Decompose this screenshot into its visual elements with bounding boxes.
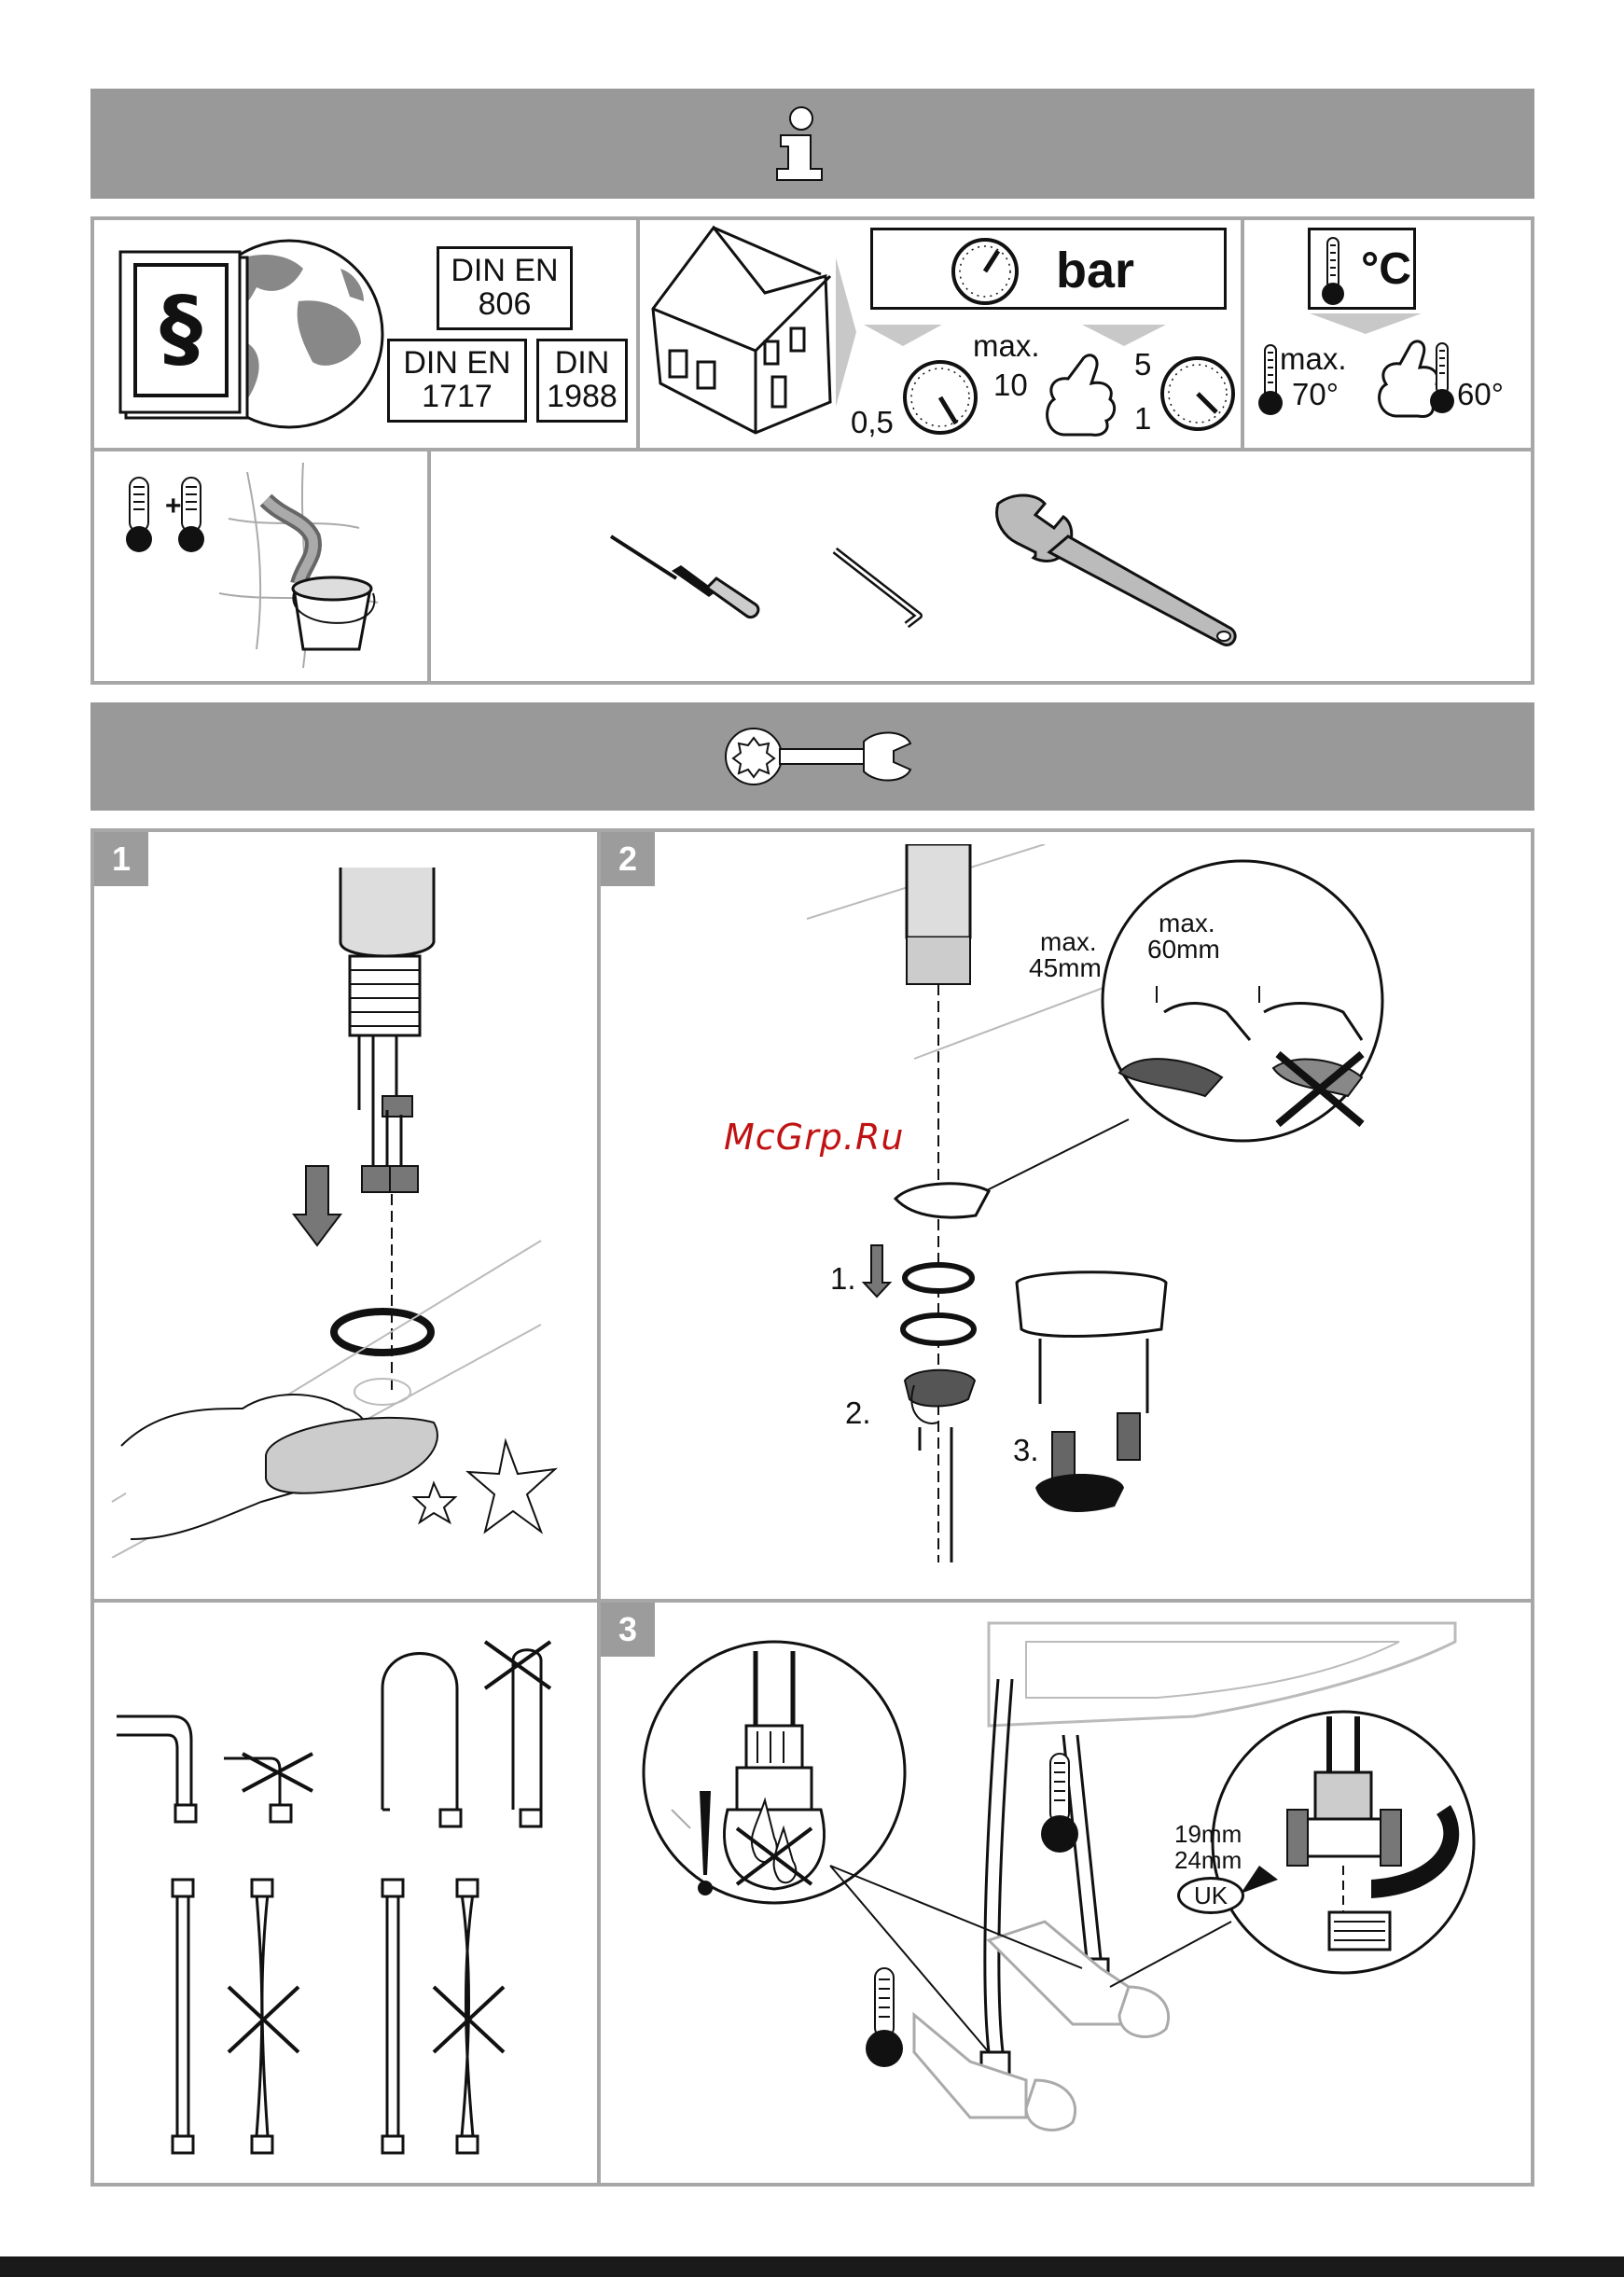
temperature-recommended-value: 60°	[1457, 377, 1504, 412]
wrench-icon	[718, 725, 914, 788]
step-3-region-badge: UK	[1177, 1877, 1244, 1914]
flush-pipes-illustration: +	[117, 463, 415, 677]
pressure-unit-label: bar	[1056, 242, 1134, 299]
thermometer-cold-icon	[126, 478, 152, 552]
step-2-max45-value: 45mm	[1029, 953, 1102, 983]
pressure-recommended-high: 5	[1134, 347, 1151, 382]
pressure-max-label: max.	[973, 328, 1040, 364]
step-2-substep-2: 2.	[845, 1395, 871, 1431]
info-divider-2	[1241, 216, 1244, 450]
hose-twisted-incorrect-1	[229, 1880, 298, 2153]
pressure-min-value: 0,5	[851, 405, 894, 440]
step-3-wrench-size-1: 19mm	[1174, 1820, 1242, 1849]
step-2-substep-3: 3.	[1013, 1433, 1039, 1468]
temperature-unit-label: °C	[1361, 243, 1411, 295]
standard-din-en-806-line1: DIN EN	[451, 255, 558, 288]
thumbs-up-thermometer-icon	[1367, 338, 1457, 420]
hose-bend-incorrect	[224, 1754, 312, 1822]
hose-straight-correct-1	[173, 1880, 193, 2153]
adjustable-wrench-icon	[997, 495, 1236, 645]
page-footer-bar	[0, 2256, 1624, 2277]
thermometer-icon	[1320, 236, 1346, 307]
hose-loop-incorrect	[485, 1642, 550, 1826]
standard-din-en-1717-line1: DIN EN	[403, 347, 510, 381]
standard-din-1988-line1: DIN	[555, 347, 610, 381]
hose-compressed-incorrect-2	[434, 1880, 504, 2153]
step-2-substep-1: 1.	[830, 1261, 856, 1297]
temperature-unit-box: °C	[1308, 228, 1416, 310]
hose-bend-correct	[117, 1716, 196, 1822]
steps-divider-vertical	[597, 828, 601, 2187]
pressure-recommended-low: 1	[1134, 401, 1151, 437]
screwdriver-icon	[611, 536, 758, 618]
installation-header-band	[90, 702, 1534, 811]
info-divider-1	[636, 216, 640, 450]
hex-key-icon	[835, 550, 919, 625]
hose-loop-correct	[382, 1654, 461, 1827]
info-header-band	[90, 89, 1534, 199]
pressure-max-value: 10	[993, 368, 1028, 403]
step-3-wrench-size-2: 24mm	[1174, 1846, 1242, 1875]
pressure-unit-box: bar	[870, 228, 1227, 310]
standard-din-en-806: DIN EN 806	[437, 246, 573, 330]
info-row-divider	[90, 448, 1534, 451]
required-tools-illustration	[597, 485, 1250, 662]
svg-text:§: §	[160, 278, 202, 378]
info-icon	[764, 105, 839, 184]
standard-din-en-1717: DIN EN 1717	[387, 339, 527, 423]
standard-din-en-806-line2: 806	[479, 288, 532, 322]
hose-straight-correct-2	[382, 1880, 403, 2153]
standard-din-en-1717-line2: 1717	[422, 381, 493, 414]
step-3-illustration	[634, 1614, 1530, 2183]
temperature-arrow	[1310, 313, 1422, 336]
steps-divider-horizontal	[90, 1599, 1534, 1603]
temperature-max-value: 70°	[1292, 377, 1339, 412]
thermometer-hot-icon	[178, 478, 204, 552]
step-2-number: 2	[601, 832, 655, 886]
hose-routing-illustration	[103, 1623, 588, 2173]
step-2-max60-value: 60mm	[1147, 935, 1220, 965]
standard-din-1988-line2: 1988	[547, 381, 618, 414]
info-divider-3	[427, 448, 431, 685]
law-book-globe-icon: §	[117, 231, 387, 437]
pressure-gauge-icon	[950, 236, 1020, 307]
standard-din-1988: DIN 1988	[536, 339, 628, 423]
temperature-max-label: max.	[1280, 341, 1347, 377]
step-1-illustration	[103, 868, 569, 1558]
svg-text:+: +	[165, 491, 182, 521]
watermark-text: McGrp.Ru	[724, 1117, 904, 1158]
